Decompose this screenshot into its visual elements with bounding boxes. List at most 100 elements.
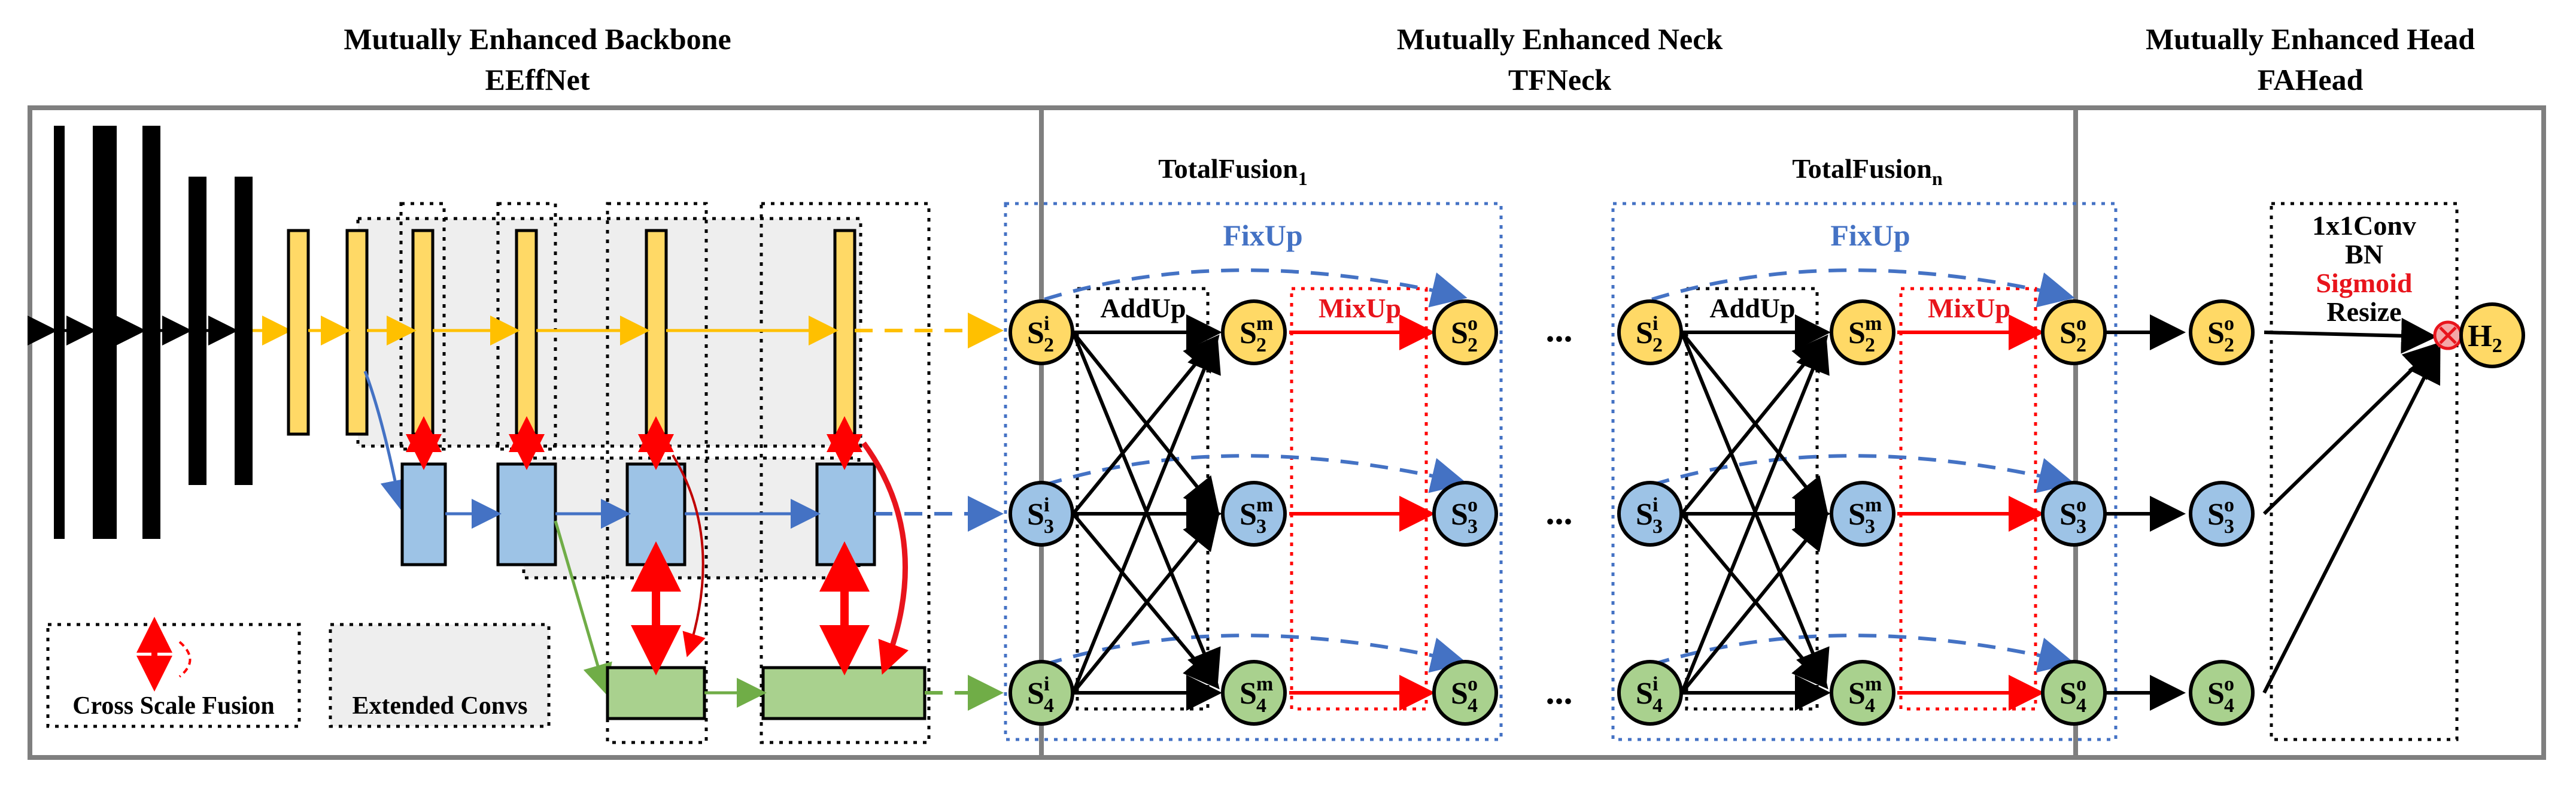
svg-text:2: 2 (1865, 334, 1875, 356)
svg-text:S: S (1636, 316, 1653, 350)
svg-text:2: 2 (2224, 334, 2234, 356)
svg-text:3: 3 (1044, 516, 1054, 538)
mixup-label-1: MixUp (1319, 293, 1401, 323)
svg-text:S: S (1848, 677, 1866, 711)
addup-label-1: AddUp (1100, 293, 1186, 323)
legend-cross-scale: Cross Scale Fusion (72, 692, 275, 720)
svg-text:S: S (1848, 498, 1866, 532)
svg-text:2: 2 (1044, 334, 1054, 356)
backbone-title: Mutually Enhanced Backbone (344, 22, 731, 56)
svg-text:S: S (2207, 498, 2225, 532)
svg-text:S: S (2059, 316, 2077, 350)
head-resize-label: Resize (2326, 296, 2401, 327)
svg-text:S: S (2059, 677, 2077, 711)
extended-convs-bottom (522, 456, 861, 580)
mixup-label-n: MixUp (1928, 293, 2010, 323)
svg-text:4: 4 (1865, 695, 1875, 717)
svg-text:4: 4 (1468, 695, 1478, 717)
svg-text:m: m (1256, 313, 1273, 335)
svg-text:3: 3 (2076, 516, 2086, 538)
svg-text:i: i (1652, 673, 1658, 695)
head-sigmoid-label: Sigmoid (2316, 268, 2412, 298)
svg-text:S: S (1027, 498, 1044, 532)
svg-text:3: 3 (1468, 516, 1478, 538)
svg-text:S: S (1240, 498, 1257, 532)
head-conv-label: 1x1Conv (2312, 210, 2416, 241)
neck-subtitle: TFNeck (1508, 63, 1611, 96)
svg-text:S: S (1240, 316, 1257, 350)
ellipsis-1: ... (1546, 310, 1573, 349)
svg-text:3: 3 (2224, 516, 2234, 538)
legend-extended: Extended Convs (353, 692, 528, 720)
head: 1x1Conv BN Sigmoid Resize H2 (2101, 202, 2525, 741)
backbone-subtitle: EEffNet (485, 63, 590, 96)
svg-text:4: 4 (1256, 695, 1266, 717)
svg-text:o: o (2076, 313, 2086, 335)
svg-text:S: S (1451, 316, 1468, 350)
output-node-label: H2 (2468, 319, 2502, 357)
svg-text:o: o (1468, 313, 1478, 335)
head-subtitle: FAHead (2258, 63, 2364, 96)
svg-text:S: S (1848, 316, 1866, 350)
backbone: Cross Scale Fusion Extended Convs (28, 126, 1004, 744)
svg-text:2: 2 (1652, 334, 1663, 356)
svg-text:o: o (2224, 673, 2234, 695)
svg-text:o: o (1468, 673, 1478, 695)
legend-extended-box (329, 623, 551, 728)
svg-text:i: i (1652, 494, 1658, 516)
totalfusion-1-title: TotalFusion1 (1158, 153, 1308, 189)
svg-text:o: o (1468, 494, 1478, 516)
svg-text:4: 4 (2224, 695, 2234, 717)
svg-text:S: S (2059, 498, 2077, 532)
svg-text:S: S (1027, 316, 1044, 350)
svg-text:S: S (2207, 677, 2225, 711)
svg-text:i: i (1044, 494, 1049, 516)
svg-text:m: m (1256, 673, 1273, 695)
svg-text:S: S (1451, 498, 1468, 532)
totalfusion-block-1: TotalFusion1 FixUp AddUp MixUp (1004, 153, 1503, 741)
svg-text:m: m (1256, 494, 1273, 516)
ellipsis-3: ... (1546, 672, 1573, 711)
output-node-h2 (2459, 302, 2525, 368)
svg-text:o: o (2224, 313, 2234, 335)
svg-text:S: S (1451, 677, 1468, 711)
head-bn-label: BN (2345, 239, 2383, 269)
svg-text:i: i (1044, 313, 1049, 335)
svg-text:4: 4 (1652, 695, 1663, 717)
svg-text:2: 2 (1256, 334, 1266, 356)
svg-text:i: i (1652, 313, 1658, 335)
svg-text:4: 4 (1044, 695, 1054, 717)
svg-text:o: o (2224, 494, 2234, 516)
fixup-label-n: FixUp (1830, 219, 1910, 252)
svg-text:3: 3 (1652, 516, 1663, 538)
svg-text:S: S (1636, 498, 1653, 532)
extended-convs-top (356, 217, 862, 448)
svg-text:2: 2 (1468, 334, 1478, 356)
svg-text:i: i (1044, 673, 1049, 695)
svg-text:2: 2 (2076, 334, 2086, 356)
legend-cross-scale-box (46, 623, 301, 728)
outer-frame (28, 105, 2546, 760)
svg-text:S: S (1027, 677, 1044, 711)
head-title: Mutually Enhanced Head (2146, 22, 2475, 56)
svg-text:m: m (1865, 313, 1882, 335)
svg-text:o: o (2076, 494, 2086, 516)
